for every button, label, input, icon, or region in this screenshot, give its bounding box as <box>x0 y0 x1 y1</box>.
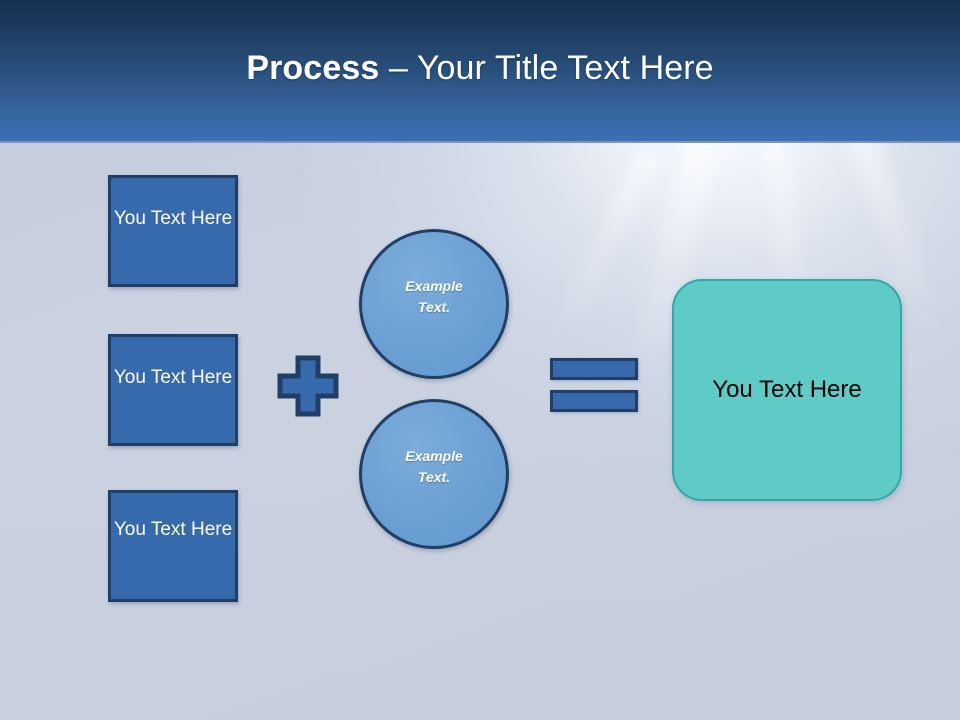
example-circle-1-line2: Text. <box>417 299 451 315</box>
input-box-1-label: You Text Here <box>113 208 233 229</box>
result-box[interactable]: You Text Here <box>672 279 902 501</box>
slide-title-rest: Your Title Text Here <box>416 49 714 87</box>
example-circle-2-line2: Text. <box>417 469 451 485</box>
input-box-2[interactable]: You Text Here <box>108 334 238 446</box>
input-box-3-label: You Text Here <box>113 519 233 540</box>
example-circle-2-line1: Example <box>405 448 463 464</box>
input-box-1[interactable]: You Text Here <box>108 175 238 287</box>
slide-title: Process – Your Title Text Here <box>0 49 960 88</box>
result-box-label: You Text Here <box>712 376 862 403</box>
example-circle-1-line1: Example <box>405 278 463 294</box>
slide-header-band: Process – Your Title Text Here <box>0 0 960 143</box>
equals-operator-icon <box>550 358 638 412</box>
input-box-3[interactable]: You Text Here <box>108 490 238 602</box>
slide-title-emphasis: Process <box>246 49 380 87</box>
equals-bar-bottom <box>550 390 638 412</box>
slide-title-separator: – <box>379 49 417 87</box>
input-box-2-label: You Text Here <box>113 367 233 388</box>
plus-operator-icon <box>277 355 339 417</box>
equals-bar-top <box>550 358 638 380</box>
